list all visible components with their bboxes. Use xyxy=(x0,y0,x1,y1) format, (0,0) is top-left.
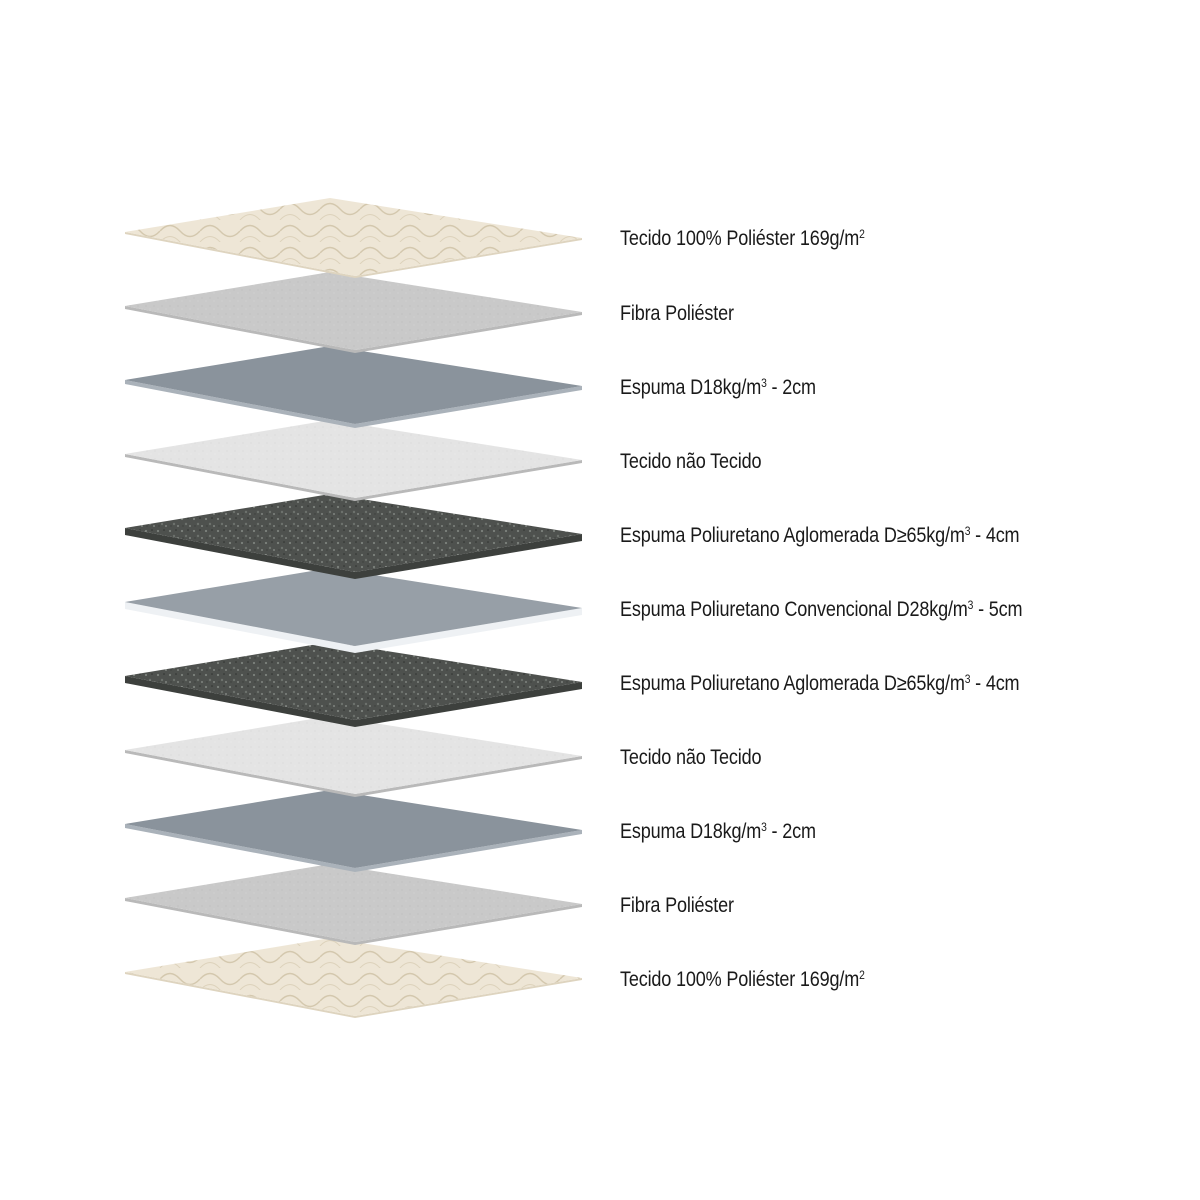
layer-label: Espuma Poliuretano Aglomerada D≥65kg/m3 … xyxy=(620,671,1020,697)
layer-label-text: Tecido não Tecido xyxy=(620,746,762,769)
layer-11-quilted-fabric xyxy=(125,938,582,1018)
layer-edge xyxy=(125,602,582,653)
layer-label: Tecido 100% Poliéster 169g/m2 xyxy=(620,967,865,993)
layer-label-thickness: - 5cm xyxy=(973,598,1023,621)
layer-top-face xyxy=(125,568,582,646)
layer-top-face xyxy=(125,420,582,498)
layer-edge xyxy=(125,232,582,278)
layer-4-non-woven xyxy=(125,420,582,501)
layer-label-text: Tecido não Tecido xyxy=(620,450,762,473)
layer-edge xyxy=(125,380,582,428)
layer-top-face xyxy=(125,864,582,942)
layer-label-text: Espuma Poliuretano Convencional D28kg/m xyxy=(620,598,968,621)
layer-label-text: Fibra Poliéster xyxy=(620,302,734,325)
layer-label: Espuma D18kg/m3 - 2cm xyxy=(620,375,816,401)
layer-top-face xyxy=(125,716,582,794)
layer-1-quilted-fabric xyxy=(125,198,582,278)
layer-7-agglomerated-foam xyxy=(125,642,582,727)
layer-label-exponent: 2 xyxy=(859,227,865,241)
layer-label-text: Espuma D18kg/m xyxy=(620,820,762,843)
layer-top-face xyxy=(125,272,582,350)
layer-label-text: Espuma Poliuretano Aglomerada D≥65kg/m xyxy=(620,524,965,547)
layer-label-exponent: 2 xyxy=(859,968,865,982)
layer-label-exponent: 3 xyxy=(964,524,971,538)
layer-edge xyxy=(125,454,582,501)
layer-9-foam-d18 xyxy=(125,790,582,872)
layer-label: Fibra Poliéster xyxy=(620,893,734,919)
layer-label-exponent: 3 xyxy=(964,672,971,686)
layer-label: Espuma Poliuretano Aglomerada D≥65kg/m3 … xyxy=(620,523,1020,549)
layer-label-thickness: - 2cm xyxy=(766,376,816,399)
layer-edge xyxy=(125,824,582,872)
layer-edge xyxy=(125,972,582,1018)
layer-label: Fibra Poliéster xyxy=(620,301,734,327)
layer-label-text: Tecido 100% Poliéster 169g/m xyxy=(620,227,860,250)
layer-label: Espuma D18kg/m3 - 2cm xyxy=(620,819,816,845)
layer-top-face xyxy=(125,494,582,572)
layer-edge xyxy=(125,528,582,579)
layer-top-face xyxy=(125,198,582,276)
layer-label-thickness: - 4cm xyxy=(970,524,1020,547)
layer-label-text: Espuma Poliuretano Aglomerada D≥65kg/m xyxy=(620,672,965,695)
layer-8-non-woven xyxy=(125,716,582,797)
layer-label-exponent: 3 xyxy=(761,820,767,834)
layer-label-exponent: 3 xyxy=(761,376,767,390)
layer-6-conventional-foam xyxy=(125,568,582,653)
layer-top-face xyxy=(125,938,582,1016)
layer-label-thickness: - 2cm xyxy=(766,820,816,843)
layer-10-polyester-fiber xyxy=(125,864,582,945)
layer-label: Tecido não Tecido xyxy=(620,745,762,771)
layer-edge xyxy=(125,750,582,797)
layer-edge xyxy=(125,676,582,727)
layer-label-text: Fibra Poliéster xyxy=(620,894,734,917)
layer-3-foam-d18 xyxy=(125,346,582,428)
layer-label-thickness: - 4cm xyxy=(970,672,1020,695)
layer-label: Tecido não Tecido xyxy=(620,449,762,475)
layer-edge xyxy=(125,898,582,945)
layer-label: Espuma Poliuretano Convencional D28kg/m3… xyxy=(620,597,1023,623)
layer-top-face xyxy=(125,346,582,424)
layer-edge xyxy=(125,306,582,353)
layer-5-agglomerated-foam xyxy=(125,494,582,579)
layer-label-exponent: 3 xyxy=(967,598,974,612)
layer-label-text: Espuma D18kg/m xyxy=(620,376,762,399)
layer-label-text: Tecido 100% Poliéster 169g/m xyxy=(620,968,860,991)
layer-top-face xyxy=(125,642,582,720)
layer-label: Tecido 100% Poliéster 169g/m2 xyxy=(620,226,865,252)
layer-2-polyester-fiber xyxy=(125,272,582,353)
layer-top-face xyxy=(125,790,582,868)
